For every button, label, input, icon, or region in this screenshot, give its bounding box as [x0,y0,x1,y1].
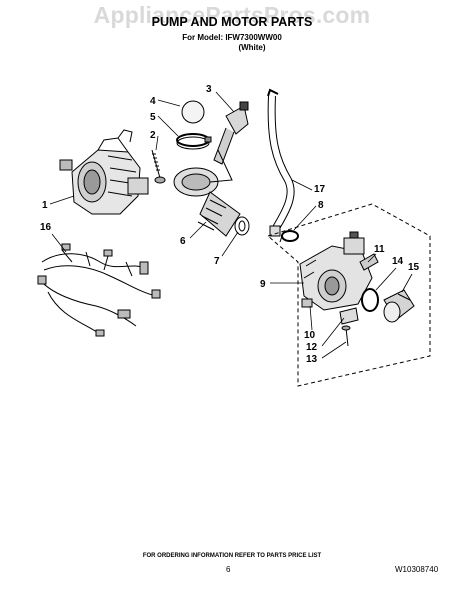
wire-harness [37,243,161,337]
o-ring [361,288,379,312]
model-number: For Model: IFW7300WW00 [182,33,282,42]
gasket [234,216,250,236]
page-number: 6 [226,565,231,574]
callout-2: 2 [150,130,156,141]
screw [151,149,166,184]
callout-12: 12 [306,342,318,353]
retainer [359,253,379,271]
callout-10: 10 [304,330,316,341]
page-title: PUMP AND MOTOR PARTS [151,15,313,29]
watermark: AppliancePartsPros.com [93,2,371,28]
callout-11: 11 [374,244,385,255]
callout-9: 9 [260,279,266,290]
filter-cap [383,289,415,323]
drain-pump [299,231,373,311]
pump-screw [341,325,351,347]
callout-3: 3 [206,84,212,95]
callout-13: 13 [306,354,318,365]
air-valve [213,101,249,165]
callout-8: 8 [318,200,324,211]
callout-16: 16 [40,222,52,233]
sump-hose [173,149,241,237]
ball [181,100,205,124]
clamp [176,133,212,150]
callout-4: 4 [150,96,156,107]
model-color: (White) [238,43,266,52]
bracket [339,307,359,325]
callout-14: 14 [392,256,404,267]
callout-6: 6 [180,236,186,247]
drain-hose [267,88,295,237]
ordering-info: FOR ORDERING INFORMATION REFER TO PARTS … [142,553,322,559]
callout-17: 17 [314,184,326,195]
callout-5: 5 [150,112,156,123]
callout-15: 15 [408,262,420,273]
hose-clamp [279,230,299,243]
document-number: W10308740 [395,565,439,574]
grommet [301,298,313,308]
drive-motor [59,129,149,215]
pump-assembly-box [266,203,431,387]
leader-lines [49,91,413,359]
callout-7: 7 [214,256,220,267]
callout-1: 1 [42,200,48,211]
